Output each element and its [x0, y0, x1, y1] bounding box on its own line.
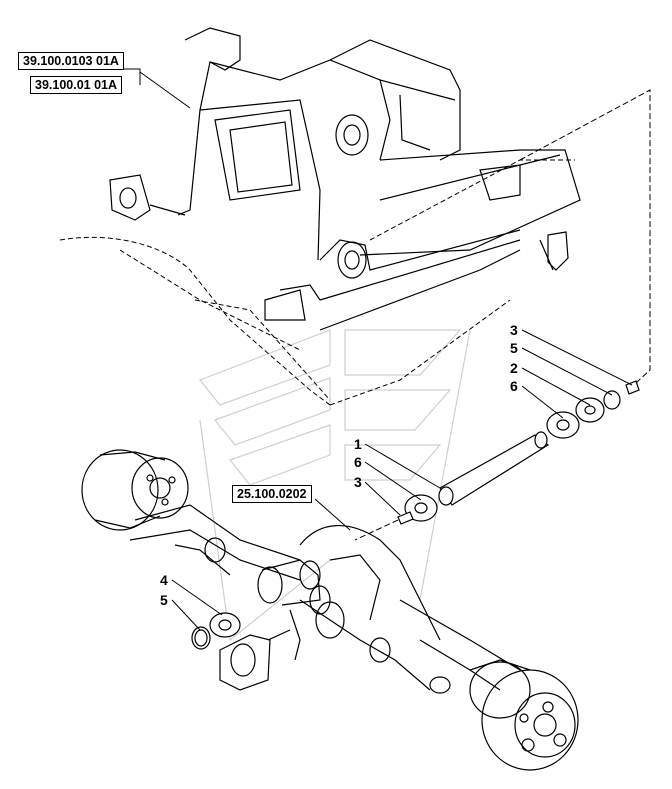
callout-leaders: [171, 329, 633, 631]
callout-3-middle: 3: [354, 474, 362, 490]
frame-ref-box-1[interactable]: 39.100.0103 01A: [18, 52, 124, 70]
callout-3-top: 3: [510, 322, 518, 338]
callout-4-lower: 4: [160, 572, 168, 588]
frame-ref-box-2[interactable]: 39.100.01 01A: [30, 76, 123, 94]
chassis-frame: [109, 27, 581, 331]
callout-5-top: 5: [510, 340, 518, 356]
callout-1-middle: 1: [354, 436, 362, 452]
axle-assembly: [81, 449, 579, 771]
callout-5-lower: 5: [160, 592, 168, 608]
frame-ref-leaders: [122, 68, 191, 109]
callout-2-top: 2: [510, 360, 518, 376]
assembly-dash-lines: [354, 89, 651, 541]
pin-and-washers: [191, 380, 640, 650]
callout-6-middle: 6: [354, 454, 362, 470]
frame-ref-2-label: 39.100.01 01A: [35, 78, 118, 92]
watermark-logo: [199, 329, 471, 642]
callout-6-top: 6: [510, 378, 518, 394]
axle-ref-label: 25.100.0202: [237, 487, 307, 501]
frame-phantom-outline: [59, 159, 575, 406]
frame-ref-1-label: 39.100.0103 01A: [23, 54, 119, 68]
axle-ref-box[interactable]: 25.100.0202: [232, 485, 312, 503]
